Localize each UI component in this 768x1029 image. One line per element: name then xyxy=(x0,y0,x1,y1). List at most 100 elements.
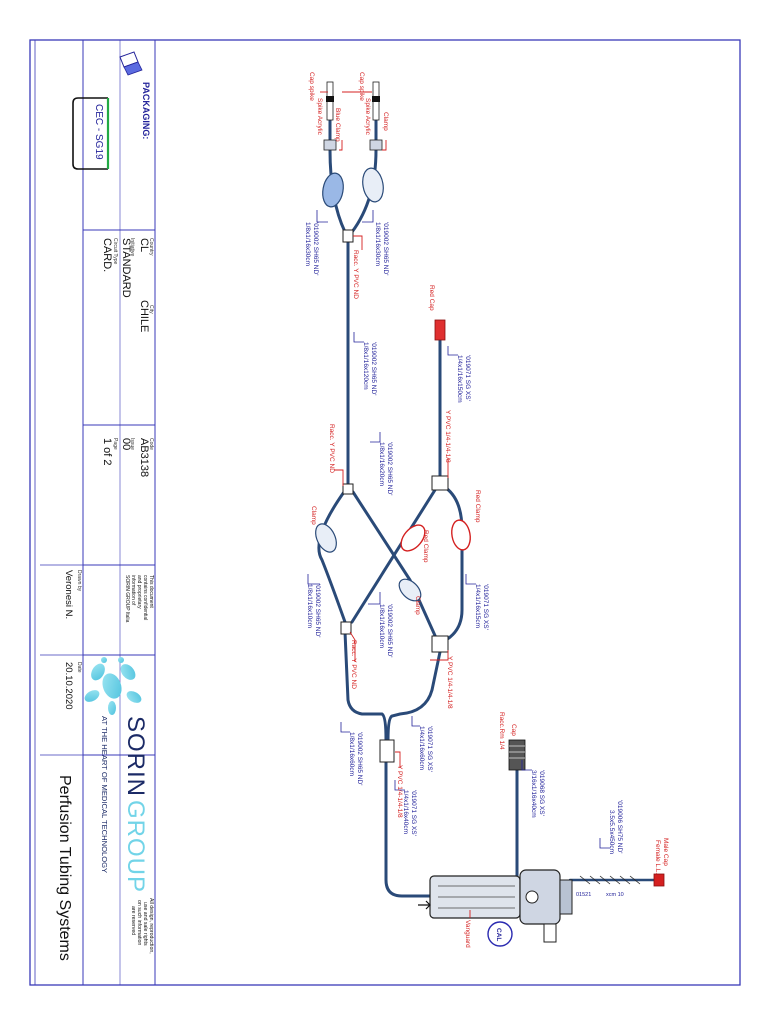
clamp-top-label: Clamp xyxy=(382,112,389,131)
cap-spike-1-label: Cap spike xyxy=(308,72,315,101)
tube-spec-bottom: '019071 SG XS' 1/4x1/16x40cm xyxy=(402,790,417,836)
y-connector-mid xyxy=(342,483,354,495)
tube-spec-right-3: '019071 SG XS' 1/4x1/16x60cm xyxy=(418,726,433,772)
svg-text:'019002 SH65 ND': '019002 SH65 ND' xyxy=(382,222,389,275)
code-value: AB3138 xyxy=(138,438,150,477)
y-pvc-right-2 xyxy=(431,635,449,653)
cap-label: Cap xyxy=(510,724,517,736)
y-pvc-bottom xyxy=(379,739,395,763)
svg-text:1/8x1/16x120cm: 1/8x1/16x120cm xyxy=(362,342,369,390)
male-cap-label: Male Cap xyxy=(662,838,669,866)
cal-badge xyxy=(487,921,513,947)
tube-spec-low-1: '019002 SH65 ND' 1/8x1/16x10cm xyxy=(306,584,321,637)
red-cap-label: Red Cap xyxy=(428,285,435,311)
svg-text:'019002 SH65 ND': '019002 SH65 ND' xyxy=(314,584,321,637)
title-block-frame xyxy=(82,39,156,986)
svg-text:1/8x1/16x10cm: 1/8x1/16x10cm xyxy=(378,604,385,648)
red-cap xyxy=(434,319,446,341)
callout-leaders xyxy=(320,91,471,918)
y-pvc-right-2-label: Y PVC 1/4-1/4-1/8 xyxy=(446,656,453,709)
right-lower-tube xyxy=(386,650,442,742)
racc-y-low-label: Racc. Y PVC ND xyxy=(350,640,357,689)
tube-spec-right-1: '019071 SG XS' 1/4x1/16x150cm xyxy=(456,355,471,403)
svg-text:'019071 SG XS': '019071 SG XS' xyxy=(482,584,489,630)
tube-spec-labels: '019002 SH65 ND' 1/8x1/16x30cm '019002 S… xyxy=(304,222,624,941)
initiative-label: Initiative xyxy=(129,238,135,257)
y-pvc-right-1-label: Y PVC 1/4-1/4-1/8 xyxy=(444,410,451,463)
tube-spec-top-1: '019002 SH65 ND' 1/8x1/16x30cm xyxy=(304,222,319,275)
country-value: CL xyxy=(138,238,150,252)
initiative-value: STANDARD xyxy=(120,238,132,298)
tube-spec-right-2: '019071 SG XS' 1/4x1/16x15cm xyxy=(474,584,489,630)
lower-left-branch-tube xyxy=(343,630,388,742)
code-label: Code xyxy=(148,438,154,450)
issue-value: 00 xyxy=(120,438,132,450)
spike-left xyxy=(323,81,337,151)
y-connector-top xyxy=(342,229,354,243)
svg-text:1/4x1/16x40cm: 1/4x1/16x40cm xyxy=(402,790,409,834)
packaging-value: CEC - SG19 xyxy=(93,104,104,160)
racc-rm-label: Racc.Rm 1/4 xyxy=(498,712,505,750)
title-block: PACKAGING: CEC - SG19 Country CL City CH… xyxy=(34,39,156,986)
cap-spike-2-label: Cap spike xyxy=(358,72,365,101)
circuit-type-value: CARD. xyxy=(101,238,113,272)
clamp-center xyxy=(398,578,422,602)
city-label: City xyxy=(148,305,154,314)
female-ll-label: Female L.L. xyxy=(654,840,661,875)
svg-text:on such information: on such information xyxy=(136,900,142,945)
issue-label: Issue xyxy=(129,438,135,450)
svg-text:are reserved: are reserved xyxy=(130,906,136,935)
svg-text:'019002 SH65 ND': '019002 SH65 ND' xyxy=(370,342,377,395)
svg-text:All design, reproduction,: All design, reproduction, xyxy=(148,898,154,954)
tube-spec-top-2: '019002 SH65 ND' 1/8x1/16x30cm xyxy=(374,222,389,275)
clamp-left xyxy=(315,523,337,553)
svg-text:'019002 SH65 ND': '019002 SH65 ND' xyxy=(312,222,319,275)
svg-text:'019006 SH75 ND': '019006 SH75 ND' xyxy=(616,800,623,853)
drawn-by-value: Veronesi N. xyxy=(63,570,74,619)
country-label: Country xyxy=(148,238,154,256)
svg-text:'019002 SH65 ND': '019002 SH65 ND' xyxy=(386,604,393,657)
svg-text:'019002 SH65 ND': '019002 SH65 ND' xyxy=(386,442,393,495)
svg-text:This document: This document xyxy=(148,575,154,608)
tubing-circuit xyxy=(317,118,657,898)
clamp-top xyxy=(362,167,384,203)
blue-clamp xyxy=(322,172,344,208)
confidential-note: This document contains confidential and … xyxy=(124,575,154,623)
y-pvc-right-1 xyxy=(431,475,449,491)
components xyxy=(315,81,665,947)
sheet-border xyxy=(29,39,741,986)
tube-spec-mid-2: '019002 SH65 ND' 1/8x1/16x20cm xyxy=(378,442,393,495)
racc-y-top-label: Racc. Y PVC ND xyxy=(352,250,359,299)
svg-text:information of: information of xyxy=(130,575,136,606)
company-tagline: AT THE HEART OF MEDICAL TECHNOLOGY xyxy=(100,716,109,873)
company-group: GROUP xyxy=(122,800,149,893)
svg-text:1/8x1/16x10cm: 1/8x1/16x10cm xyxy=(306,584,313,628)
svg-text:1/4x1/16x15cm: 1/4x1/16x15cm xyxy=(474,584,481,628)
svg-text:and proprietary: and proprietary xyxy=(136,575,142,609)
svg-text:use and sale rights: use and sale rights xyxy=(142,902,148,946)
clamp-center-label: Clamp xyxy=(414,596,421,615)
mid-cross-tube xyxy=(351,490,439,642)
svg-text:3.5x5.5x450cm: 3.5x5.5x450cm xyxy=(608,810,615,854)
red-clamp-right-label: Red Clamp xyxy=(474,490,481,523)
tube-spec-male: '019006 SH75 ND' 3.5x5.5x450cm xyxy=(608,800,623,854)
blue-clamp-label: Blue Clamp xyxy=(334,108,341,142)
tube-spec-cap: '019068 SG XS' 3/16x1/16x40cm xyxy=(530,770,545,818)
packaging-tray-outline xyxy=(72,97,108,170)
part-xcm10-label: xcm 10 xyxy=(606,892,624,898)
part-01521-label: 01521 xyxy=(576,892,591,898)
tube-spec-low-3: '019002 SH65 ND' 1/8x1/16x60cm xyxy=(348,732,363,785)
male-cap xyxy=(653,873,665,887)
svg-text:'019071 SG XS': '019071 SG XS' xyxy=(410,790,417,836)
vanguard-label: Vanguard xyxy=(464,920,471,948)
packaging-label: PACKAGING: xyxy=(141,82,151,139)
svg-text:1/8x1/16x30cm: 1/8x1/16x30cm xyxy=(374,222,381,266)
svg-text:contains confidential: contains confidential xyxy=(142,575,148,620)
red-clamp-center xyxy=(400,524,426,552)
vanguard-device xyxy=(429,869,573,943)
spike-acrylic-1-label: Spike Acrylic xyxy=(316,98,323,136)
svg-text:1/8x1/16x30cm: 1/8x1/16x30cm xyxy=(304,222,311,266)
lower-cross-tube xyxy=(350,480,442,624)
